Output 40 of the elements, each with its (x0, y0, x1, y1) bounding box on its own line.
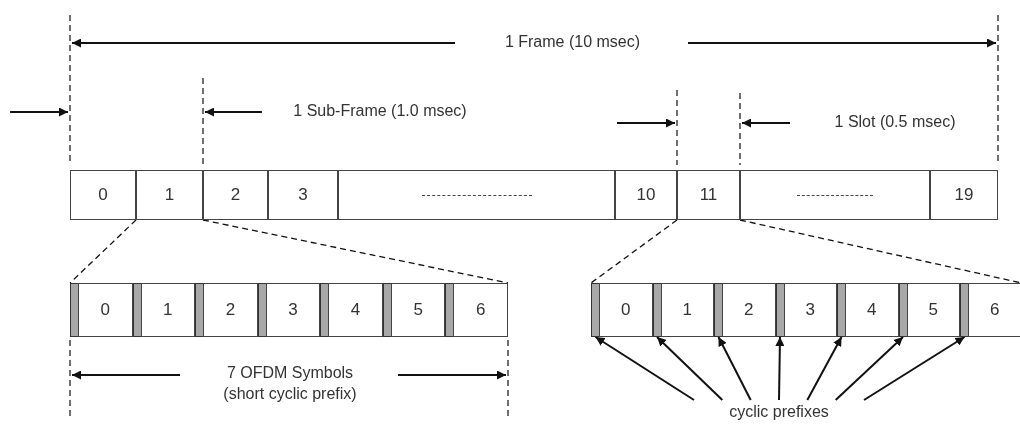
dimension-label: 7 OFDM Symbols (225, 364, 355, 382)
subframe-slot-box: 11 (677, 170, 740, 220)
dimension-label: 1 Sub-Frame (1.0 msec) (292, 102, 468, 120)
arrow (806, 336, 843, 401)
subframe-slot-box: 19 (930, 170, 998, 220)
dimension-label: 1 Slot (0.5 msec) (833, 113, 957, 131)
ofdm-symbol-box: 0 (78, 283, 133, 337)
dimension-label: 1 Frame (10 msec) (503, 33, 642, 51)
ofdm-symbol-box: 6 (453, 283, 508, 337)
ofdm-symbol-box: 3 (265, 283, 321, 337)
subframe-slot-box: 0 (70, 170, 136, 220)
dimension-label: (short cyclic prefix) (222, 385, 358, 403)
ofdm-symbol-box: 2 (203, 283, 258, 337)
ofdm-symbol-box: 6 (968, 283, 1020, 337)
ofdm-symbol-box: 5 (390, 283, 446, 337)
zoom-line (739, 219, 1020, 284)
subframe-slot-box: 3 (268, 170, 338, 220)
subframe-slot-box: 10 (615, 170, 677, 220)
arrow (717, 336, 752, 401)
subframe-slot-box: 1 (136, 170, 203, 220)
ofdm-symbol-box: 5 (906, 283, 960, 337)
ofdm-symbol-box: 3 (783, 283, 837, 337)
arrow (863, 336, 966, 401)
subframe-slot-box: 2 (203, 170, 268, 220)
ofdm-symbol-box: 0 (599, 283, 653, 337)
callout-text: cyclic prefixes (688, 400, 870, 424)
arrow (775, 336, 785, 401)
zoom-line (590, 219, 678, 284)
arrow (834, 336, 904, 401)
arrow (656, 336, 724, 401)
zoom-line (202, 219, 509, 284)
arrow (594, 336, 695, 401)
subframe-slot-box (740, 170, 930, 220)
zoom-line (69, 219, 137, 284)
ofdm-symbol-box: 4 (328, 283, 383, 337)
ofdm-symbol-box: 2 (722, 283, 776, 337)
ofdm-symbol-box: 4 (845, 283, 899, 337)
ofdm-symbol-box: 1 (140, 283, 196, 337)
subframe-slot-box (338, 170, 615, 220)
ofdm-symbol-box: 1 (660, 283, 714, 337)
